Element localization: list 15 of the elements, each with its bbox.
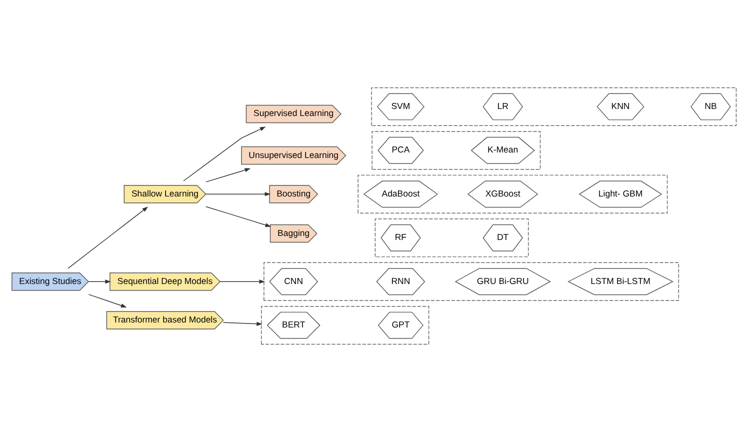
arrow [206, 192, 271, 196]
arrow [220, 280, 266, 284]
cluster [264, 262, 680, 301]
arrow [88, 294, 127, 308]
cluster [372, 131, 541, 170]
arrow [88, 280, 112, 284]
arrow [206, 206, 272, 227]
cluster [261, 306, 430, 345]
arrow [68, 206, 148, 269]
cluster [358, 174, 668, 214]
arrow [206, 168, 251, 182]
cluster [374, 218, 529, 258]
cluster [371, 87, 737, 126]
arrow [183, 126, 266, 182]
arrow [222, 322, 262, 326]
